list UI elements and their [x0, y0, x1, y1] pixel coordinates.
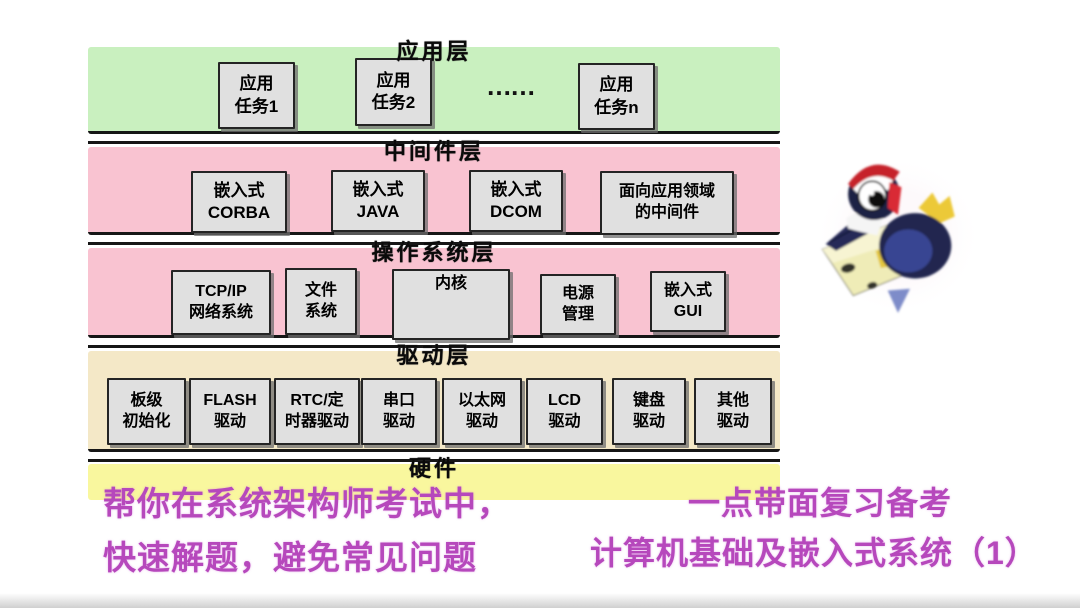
separator-line-3: [88, 345, 780, 348]
layer-middleware-title: 中间件层: [383, 139, 484, 164]
box-keyboard-driver: 键盘 驱动: [612, 378, 686, 445]
layer-application-title: 应用层: [396, 39, 472, 64]
ellipsis-dots: ……: [486, 71, 536, 101]
separator-line-4: [88, 459, 780, 462]
caption-right-line2: 计算机基础及嵌入式系统（1）: [590, 535, 1038, 571]
box-app-task-n: 应用 任务n: [578, 63, 655, 130]
layer-driver-title: 驱动层: [396, 343, 472, 368]
caption-left-line2: 快速解题，避免常见问题: [103, 539, 477, 576]
caption-right-line1: 一点带面复习备考: [688, 485, 953, 521]
box-power-management: 电源 管理: [540, 274, 616, 335]
separator-line-2: [88, 242, 780, 245]
box-embedded-dcom: 嵌入式 DCOM: [469, 170, 563, 232]
layer-os: 操作系统层 TCP/IP 网络系统 文件 系统 内核 电源 管理 嵌入式 GUI: [88, 240, 780, 340]
box-app-task-2: 应用 任务2: [355, 58, 432, 126]
layer-hardware: 硬件: [88, 456, 780, 500]
box-other-driver: 其他 驱动: [694, 378, 772, 445]
box-embedded-gui: 嵌入式 GUI: [650, 271, 726, 332]
layer-hardware-title: 硬件: [408, 456, 459, 481]
box-kernel: 内核: [392, 269, 510, 340]
box-board-init: 板级 初始化: [107, 378, 186, 445]
separator-line-1: [88, 141, 780, 144]
box-lcd-driver: LCD 驱动: [526, 378, 603, 445]
box-embedded-java: 嵌入式 JAVA: [331, 170, 425, 232]
box-file-system: 文件 系统: [285, 268, 357, 335]
caption-left-line1: 帮你在系统架构师考试中，: [103, 485, 511, 522]
woodpecker-mascot-illustration: [813, 154, 983, 317]
box-embedded-corba: 嵌入式 CORBA: [191, 171, 287, 233]
box-serial-driver: 串口 驱动: [361, 378, 437, 445]
box-domain-middleware: 面向应用领域 的中间件: [600, 171, 734, 235]
layer-middleware: 中间件层 嵌入式 CORBA 嵌入式 JAVA 嵌入式 DCOM 面向应用领域 …: [88, 139, 780, 235]
layer-os-title: 操作系统层: [371, 240, 497, 265]
box-tcpip-network: TCP/IP 网络系统: [171, 270, 271, 335]
box-rtc-timer-driver: RTC/定 时器驱动: [274, 378, 360, 445]
bottom-edge-shadow: [0, 593, 1080, 608]
layer-driver: 驱动层 板级 初始化 FLASH 驱动 RTC/定 时器驱动 串口 驱动 以太网…: [88, 343, 780, 452]
box-ethernet-driver: 以太网 驱动: [442, 378, 522, 445]
box-app-task-1: 应用 任务1: [218, 62, 295, 129]
layer-application: 应用层 应用 任务1 应用 任务2 …… 应用 任务n: [88, 39, 780, 134]
box-flash-driver: FLASH 驱动: [189, 378, 271, 445]
